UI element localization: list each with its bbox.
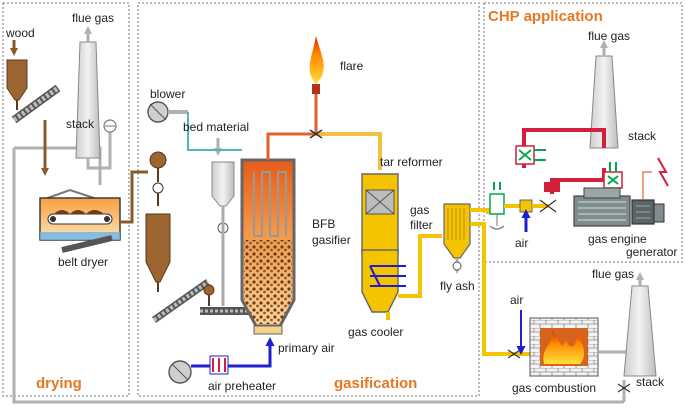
label-air-combustion: air bbox=[510, 293, 523, 307]
electricity-icon bbox=[657, 157, 669, 187]
chp-stack bbox=[589, 55, 619, 149]
flare-valve bbox=[309, 129, 323, 139]
label-stack-chp: stack bbox=[628, 129, 657, 143]
section-title-gasification: gasification bbox=[334, 375, 417, 392]
rotary-valve-1 bbox=[149, 151, 167, 169]
cooled-gas-line bbox=[398, 234, 442, 298]
gas-air-mixer bbox=[519, 199, 533, 213]
label-flare: flare bbox=[340, 59, 364, 73]
label-flue-gas-drying: flue gas bbox=[72, 11, 114, 25]
label-gas-combustion: gas combustion bbox=[512, 381, 596, 395]
condensate-icon bbox=[489, 225, 505, 230]
label-tar-reformer: tar reformer bbox=[380, 155, 443, 169]
label-belt-dryer: belt dryer bbox=[58, 255, 108, 269]
label-flue-gas-chp: flue gas bbox=[588, 29, 630, 43]
feeding-screw bbox=[200, 307, 258, 315]
section-title-drying: drying bbox=[36, 375, 82, 392]
label-bfb: BFB bbox=[312, 217, 335, 231]
chp-section-frame bbox=[483, 2, 683, 263]
flue-gas-return-line bbox=[12, 148, 624, 404]
label-wood: wood bbox=[5, 26, 35, 40]
label-air-preheater: air preheater bbox=[208, 379, 276, 393]
section-title-chp: CHP application bbox=[488, 8, 603, 25]
label-bed-material: bed material bbox=[183, 120, 249, 134]
gasification-section-frame bbox=[137, 2, 480, 397]
dried-biomass-line bbox=[120, 170, 148, 224]
fluidized-bed bbox=[244, 240, 292, 324]
label-fly-ash: fly ash bbox=[440, 279, 475, 293]
biomass-hopper bbox=[145, 213, 171, 283]
bed-material-hopper bbox=[211, 161, 235, 207]
label-flue-gas-combustion: flue gas bbox=[592, 267, 634, 281]
primary-air-line bbox=[191, 337, 275, 368]
label-generator: generator bbox=[626, 245, 677, 259]
label-stack-drying: stack bbox=[66, 117, 95, 131]
gas-engine bbox=[573, 195, 631, 227]
label-stack-combustion: stack bbox=[636, 375, 665, 389]
dryer-discharge-conveyor bbox=[61, 235, 113, 253]
product-gas-line bbox=[316, 132, 382, 170]
gas-cooler bbox=[361, 249, 399, 313]
heat-output-icon bbox=[534, 149, 546, 161]
gas-to-combustion-line bbox=[470, 222, 515, 356]
raw-gas-line bbox=[266, 132, 316, 160]
label-air-chp: air bbox=[515, 236, 528, 250]
dryer-stack bbox=[75, 41, 101, 159]
label-gas-engine: gas engine bbox=[588, 232, 647, 246]
flare-stack bbox=[312, 84, 320, 94]
heat-exchanger-coil bbox=[253, 171, 287, 237]
label-gas-filter-line2: filter bbox=[410, 218, 433, 232]
heater-icon bbox=[212, 358, 226, 372]
label-blower: blower bbox=[150, 87, 185, 101]
label-gasifier: gasifier bbox=[312, 233, 351, 247]
wood-hopper bbox=[6, 59, 28, 101]
combustion-stack bbox=[623, 285, 657, 377]
gas-cooler-chp bbox=[489, 193, 505, 215]
dryer-belt bbox=[47, 213, 113, 225]
label-gas-cooler: gas cooler bbox=[348, 325, 403, 339]
flare-flame-icon bbox=[309, 36, 324, 84]
combustion-flame-icon bbox=[543, 330, 585, 364]
label-gas-filter-line1: gas bbox=[410, 203, 429, 217]
drying-section-frame bbox=[2, 2, 130, 397]
label-primary-air: primary air bbox=[278, 341, 335, 355]
